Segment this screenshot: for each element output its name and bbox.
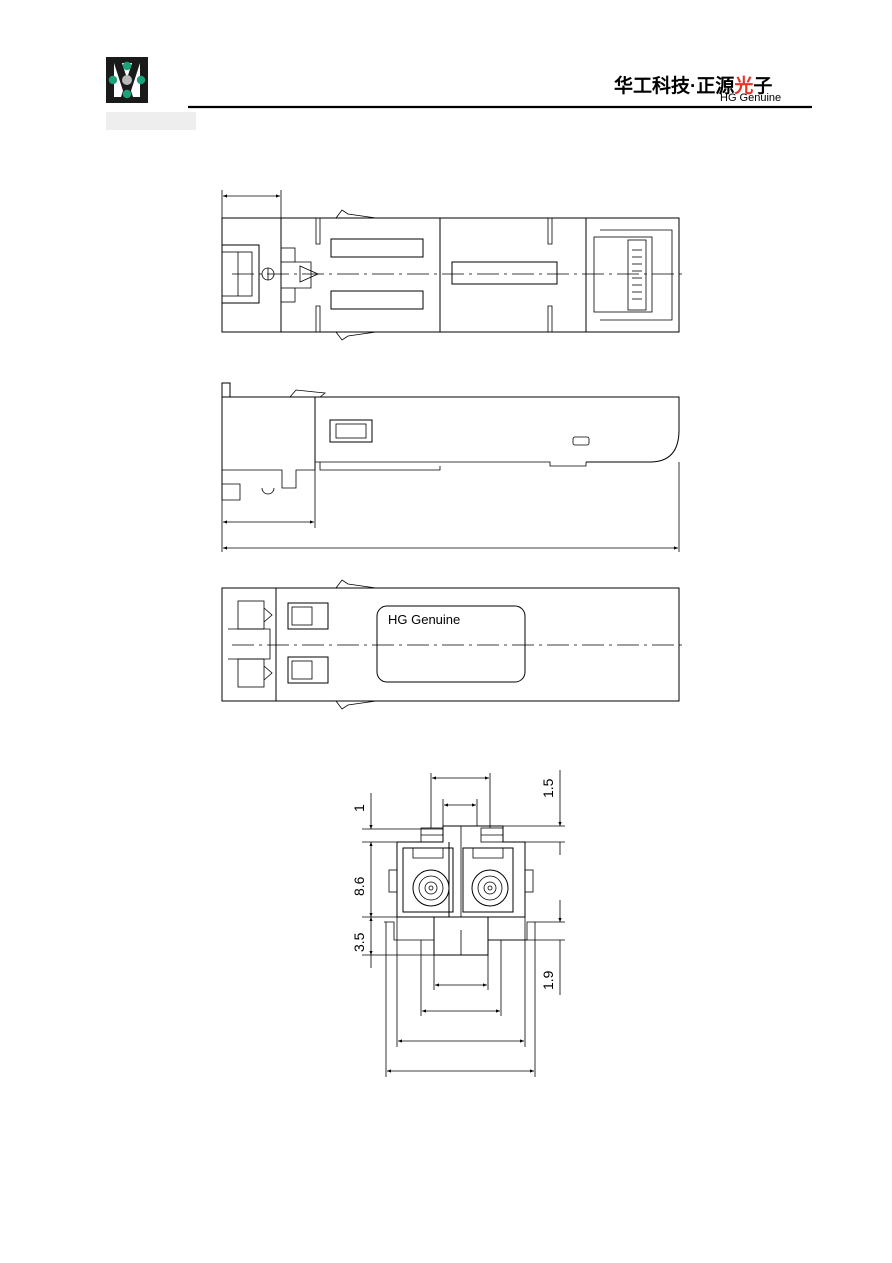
front-view: 1 8.6 3.5 1.5 1.9 — [351, 770, 565, 1077]
company-name-cn: 华工科技·正源光子 — [614, 74, 772, 97]
company-name-en: HG Genuine — [720, 92, 781, 104]
dim-label-3-5: 3.5 — [351, 932, 367, 952]
section-tag — [106, 112, 196, 130]
product-label-box — [376, 605, 526, 683]
top-view — [221, 190, 682, 341]
bottom-view: HG Genuine — [221, 579, 682, 710]
dim-label-1: 1 — [351, 804, 367, 812]
company-logo-icon — [106, 57, 148, 103]
side-view — [221, 382, 680, 552]
dim-label-1-5: 1.5 — [540, 778, 556, 798]
dim-label-8-6: 8.6 — [351, 876, 367, 896]
dim-label-1-9: 1.9 — [540, 970, 556, 990]
product-label-text: HG Genuine — [388, 612, 460, 627]
